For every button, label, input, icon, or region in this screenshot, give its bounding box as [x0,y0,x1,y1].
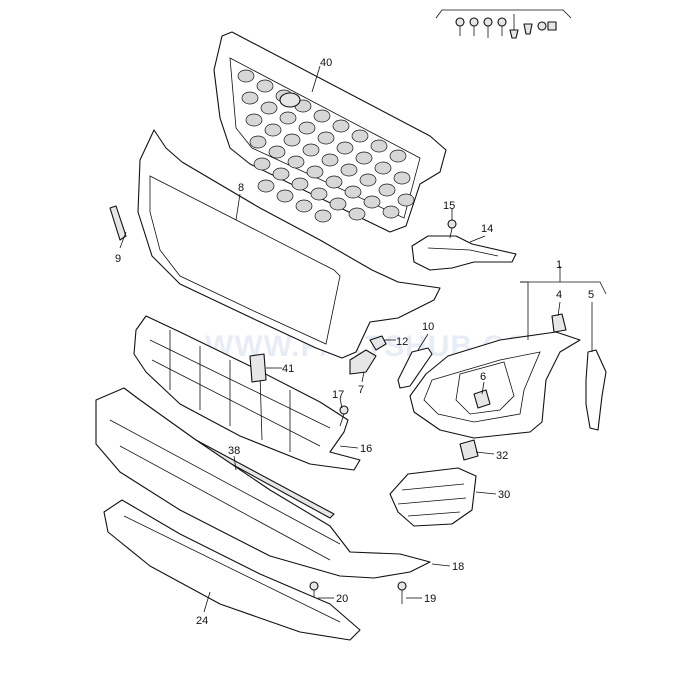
clip-4 [551,313,567,333]
grille-mesh-cell [340,163,358,177]
grille-mesh-cell [370,139,388,153]
grille-mesh-cell [325,175,343,189]
grille-mesh-cell [359,173,377,187]
grille-mesh-cell [302,143,320,157]
grille-mesh-cell [298,121,316,135]
bracket-41 [249,353,267,383]
callout-14: 14 [481,223,493,235]
callout-4: 4 [556,289,562,301]
callout-18: 18 [452,561,464,573]
callout-32: 32 [496,450,508,462]
grille-mesh-cell [317,131,335,145]
grille-mesh-cell [257,179,275,193]
grille-mesh-cell [310,187,328,201]
grille-mesh-cell [268,145,286,159]
callout-6: 6 [480,371,486,383]
callout-38: 38 [228,445,240,457]
grille-mesh-cell [348,207,366,221]
grille-mesh-cell [287,155,305,169]
callout-16: 16 [360,443,372,455]
callout-19: 19 [424,593,436,605]
grille-mesh-cell [306,165,324,179]
screw-19 [397,581,407,604]
screw-icon [455,17,507,38]
callout-41: 41 [282,363,294,375]
grille-mesh-cell [260,101,278,115]
grille-frame-8 [137,129,441,359]
trim-strip-10 [397,347,433,389]
callout-5: 5 [588,289,594,301]
grille-mesh-cell [237,69,255,83]
screw-15 [447,219,457,239]
grille-mesh-cell [389,149,407,163]
grille-mesh-cell [283,133,301,147]
callout-17: 17 [332,389,344,401]
lower-cover-18 [95,387,431,579]
grille-mesh-cell [256,79,274,93]
side-bracket-5 [585,349,607,431]
callout-10: 10 [422,321,434,333]
side-grille-30 [389,467,477,527]
grille-mesh-cell [295,199,313,213]
fastener-kit [435,9,572,39]
radiator-grille-40 [213,31,447,233]
grille-mesh-cell [291,177,309,191]
grille-mesh-cell [336,141,354,155]
grille-mesh-cell [344,185,362,199]
grille-mesh-cell [241,91,259,105]
grille-mesh-cell [313,109,331,123]
bracket-32 [459,439,479,461]
grille-mesh-cell [397,193,415,207]
grille-mesh-cell [253,157,271,171]
grille-mesh-cell [355,151,373,165]
callout-9: 9 [115,253,121,265]
grille-mesh-cell [363,195,381,209]
callout-24: 24 [196,615,208,627]
grille-mesh-cell [332,119,350,133]
callout-7: 7 [358,384,364,396]
callout-40: 40 [320,57,332,69]
grille-mesh-cell [393,171,411,185]
spoiler-lip-24 [103,499,361,641]
grille-mesh-cell [249,135,267,149]
callout-20: 20 [336,593,348,605]
trim-strip-9 [109,205,127,241]
leader-lines [119,65,607,613]
cover-cap-12 [349,349,377,375]
callout-12: 12 [396,336,408,348]
clip-icon [509,14,557,39]
grille-mesh-cell [276,189,294,203]
bumper-side-section-1 [409,331,581,439]
callout-15: 15 [443,200,455,212]
callout-labels: 40 8 9 15 14 1 4 5 10 12 41 7 17 6 16 38… [115,57,594,627]
callout-8: 8 [238,182,244,194]
grille-mesh-cell [329,197,347,211]
callout-1: 1 [556,259,562,271]
callout-30: 30 [498,489,510,501]
grille-mesh-cell [272,167,290,181]
grille-mesh-cell [264,123,282,137]
grille-mesh-cell [378,183,396,197]
grille-mesh-cell [245,113,263,127]
grille-mesh-cell [279,111,297,125]
grille-mesh-cell [351,129,369,143]
grille-mesh-cell [374,161,392,175]
grille-mesh-cell [314,209,332,223]
impact-absorber-16 [133,315,361,471]
grille-mesh-cell [382,205,400,219]
clip-12 [369,335,387,351]
bracket-14 [411,235,517,271]
grille-mesh-cell [321,153,339,167]
